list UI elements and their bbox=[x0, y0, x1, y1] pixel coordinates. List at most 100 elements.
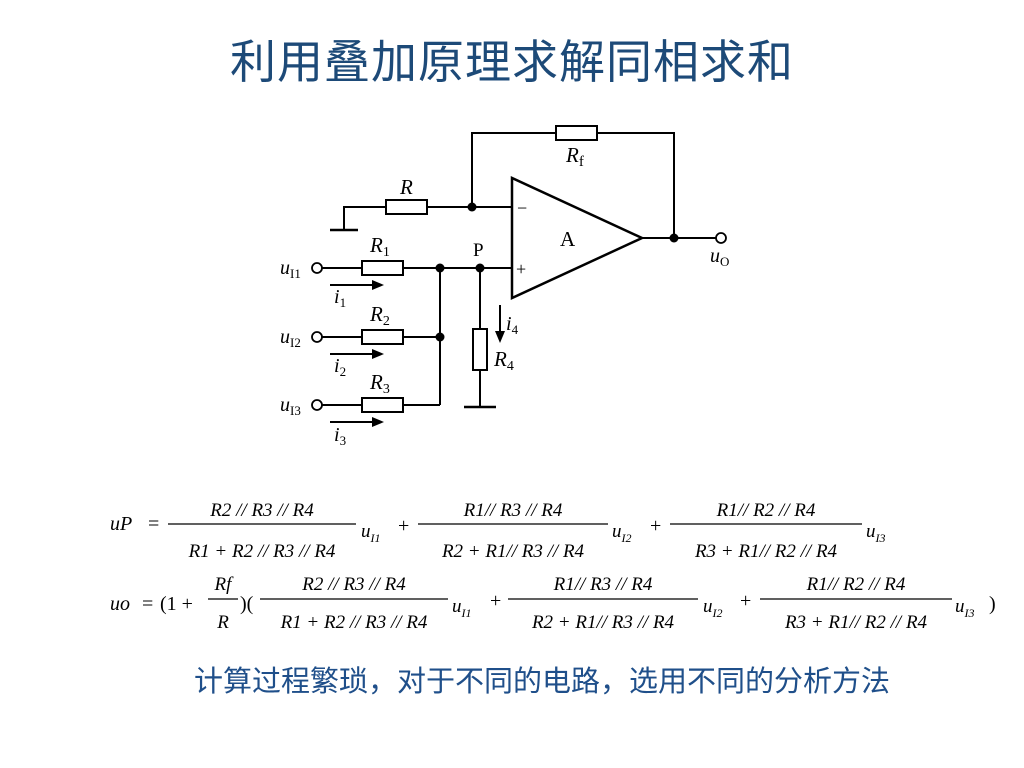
slide-title: 利用叠加原理求解同相求和 bbox=[230, 35, 794, 89]
r2-label: R bbox=[369, 302, 383, 326]
uo-mid: )( bbox=[240, 593, 254, 615]
svg-text:uI1: uI1 bbox=[361, 521, 381, 545]
up-lhs: uP bbox=[110, 513, 132, 535]
uo-equals: = bbox=[142, 593, 153, 615]
uo-gain-denominator: R bbox=[216, 612, 229, 633]
arrow-i3-head bbox=[372, 417, 384, 427]
rf-label: R bbox=[565, 143, 579, 167]
up-term2-numerator: R1// R3 // R4 bbox=[463, 500, 563, 521]
u-i1-label: u bbox=[280, 257, 290, 279]
u-o-subscript: O bbox=[720, 254, 729, 269]
uo-term2-var: u bbox=[703, 596, 713, 617]
up-term3-var: u bbox=[866, 521, 876, 542]
uo-term1-denominator: R1 + R2 // R3 // R4 bbox=[280, 612, 428, 633]
i4-label: i bbox=[506, 313, 512, 335]
op-amp-triangle bbox=[510, 176, 645, 300]
i1-label: i bbox=[334, 286, 340, 308]
u-i2-label: u bbox=[280, 326, 290, 348]
r-label: R bbox=[399, 175, 413, 199]
uo-term3-sub: I3 bbox=[964, 606, 975, 620]
slide-caption: 计算过程繁琐，对于不同的电路，选用不同的分析方法 bbox=[193, 664, 890, 698]
up-equals: = bbox=[148, 513, 159, 535]
svg-text:uI2: uI2 bbox=[280, 326, 301, 350]
u-i3-subscript: I3 bbox=[290, 403, 301, 418]
arrow-i4-head bbox=[495, 331, 505, 343]
up-plus-2: + bbox=[650, 515, 661, 537]
svg-text:uI3: uI3 bbox=[866, 521, 886, 545]
uo-open: (1 + bbox=[160, 593, 193, 615]
feedback-wire bbox=[471, 132, 556, 207]
terminal-uI3 bbox=[311, 399, 323, 411]
terminal-uO bbox=[715, 232, 727, 244]
uo-term1-numerator: R2 // R3 // R4 bbox=[301, 574, 406, 595]
up-term1-sub: I1 bbox=[370, 531, 381, 545]
svg-text:i1: i1 bbox=[334, 286, 346, 310]
svg-text:R3: R3 bbox=[369, 370, 390, 397]
up-term1-numerator: R2 // R3 // R4 bbox=[209, 500, 314, 521]
svg-text:uI3: uI3 bbox=[955, 596, 975, 620]
u-o-label: u bbox=[710, 245, 720, 267]
opamp-label: A bbox=[560, 227, 576, 251]
up-term2-var: u bbox=[612, 521, 622, 542]
svg-text:uI2: uI2 bbox=[703, 596, 723, 620]
i2-subscript: 2 bbox=[340, 364, 347, 379]
r4-subscript: 4 bbox=[507, 359, 514, 374]
up-term3-numerator: R1// R2 // R4 bbox=[716, 500, 816, 521]
arrow-i2-head bbox=[372, 349, 384, 359]
r1-subscript: 1 bbox=[383, 245, 390, 260]
terminal-uI2 bbox=[311, 331, 323, 343]
u-i1-subscript: I1 bbox=[290, 266, 301, 281]
svg-text:i2: i2 bbox=[334, 355, 346, 379]
terminal-uI1 bbox=[311, 262, 323, 274]
uo-term3-denominator: R3 + R1// R2 // R4 bbox=[784, 612, 928, 633]
i2-label: i bbox=[334, 355, 340, 377]
svg-text:uI1: uI1 bbox=[280, 257, 301, 281]
uo-lhs: uo bbox=[110, 593, 130, 615]
uo-plus-2: + bbox=[740, 590, 751, 612]
plus-input-sign: + bbox=[516, 259, 526, 279]
uo-term1-sub: I1 bbox=[461, 606, 472, 620]
svg-text:R4: R4 bbox=[493, 347, 514, 374]
junction-bus-mid bbox=[435, 332, 445, 342]
up-plus-1: + bbox=[398, 515, 409, 537]
up-term1-denominator: R1 + R2 // R3 // R4 bbox=[188, 541, 336, 562]
resistor-rf bbox=[555, 125, 598, 141]
svg-text:R1: R1 bbox=[369, 233, 390, 260]
svg-text:uO: uO bbox=[710, 245, 729, 269]
feedback-wire-right bbox=[597, 132, 675, 238]
junction-output bbox=[669, 233, 679, 243]
uo-term2-numerator: R1// R3 // R4 bbox=[553, 574, 653, 595]
up-term2-sub: I2 bbox=[621, 531, 632, 545]
uo-term2-sub: I2 bbox=[712, 606, 723, 620]
minus-input-sign: − bbox=[517, 198, 527, 218]
uo-term3-numerator: R1// R2 // R4 bbox=[806, 574, 906, 595]
rf-subscript: f bbox=[579, 154, 584, 170]
up-term3-sub: I3 bbox=[875, 531, 886, 545]
r1-label: R bbox=[369, 233, 383, 257]
i1-subscript: 1 bbox=[340, 295, 347, 310]
svg-text:uI3: uI3 bbox=[280, 394, 301, 418]
svg-text:R2: R2 bbox=[369, 302, 390, 329]
wire-r-ground bbox=[343, 206, 386, 230]
uo-close: ) bbox=[989, 593, 996, 615]
uo-term2-denominator: R2 + R1// R3 // R4 bbox=[531, 612, 675, 633]
r4-label: R bbox=[493, 347, 507, 371]
up-term3-denominator: R3 + R1// R2 // R4 bbox=[694, 541, 838, 562]
svg-text:uI1: uI1 bbox=[452, 596, 472, 620]
i4-subscript: 4 bbox=[512, 322, 519, 337]
node-p-label: P bbox=[473, 240, 484, 261]
up-term1-var: u bbox=[361, 521, 371, 542]
svg-text:uI2: uI2 bbox=[612, 521, 632, 545]
junction-bus-top bbox=[435, 263, 445, 273]
u-i3-label: u bbox=[280, 394, 290, 416]
svg-text:Rf: Rf bbox=[565, 143, 584, 170]
r2-subscript: 2 bbox=[383, 314, 390, 329]
svg-text:i3: i3 bbox=[334, 424, 346, 448]
r3-subscript: 3 bbox=[383, 382, 390, 397]
up-term2-denominator: R2 + R1// R3 // R4 bbox=[441, 541, 585, 562]
junction-minus bbox=[467, 202, 477, 212]
arrow-i1-head bbox=[372, 280, 384, 290]
uo-term1-var: u bbox=[452, 596, 462, 617]
